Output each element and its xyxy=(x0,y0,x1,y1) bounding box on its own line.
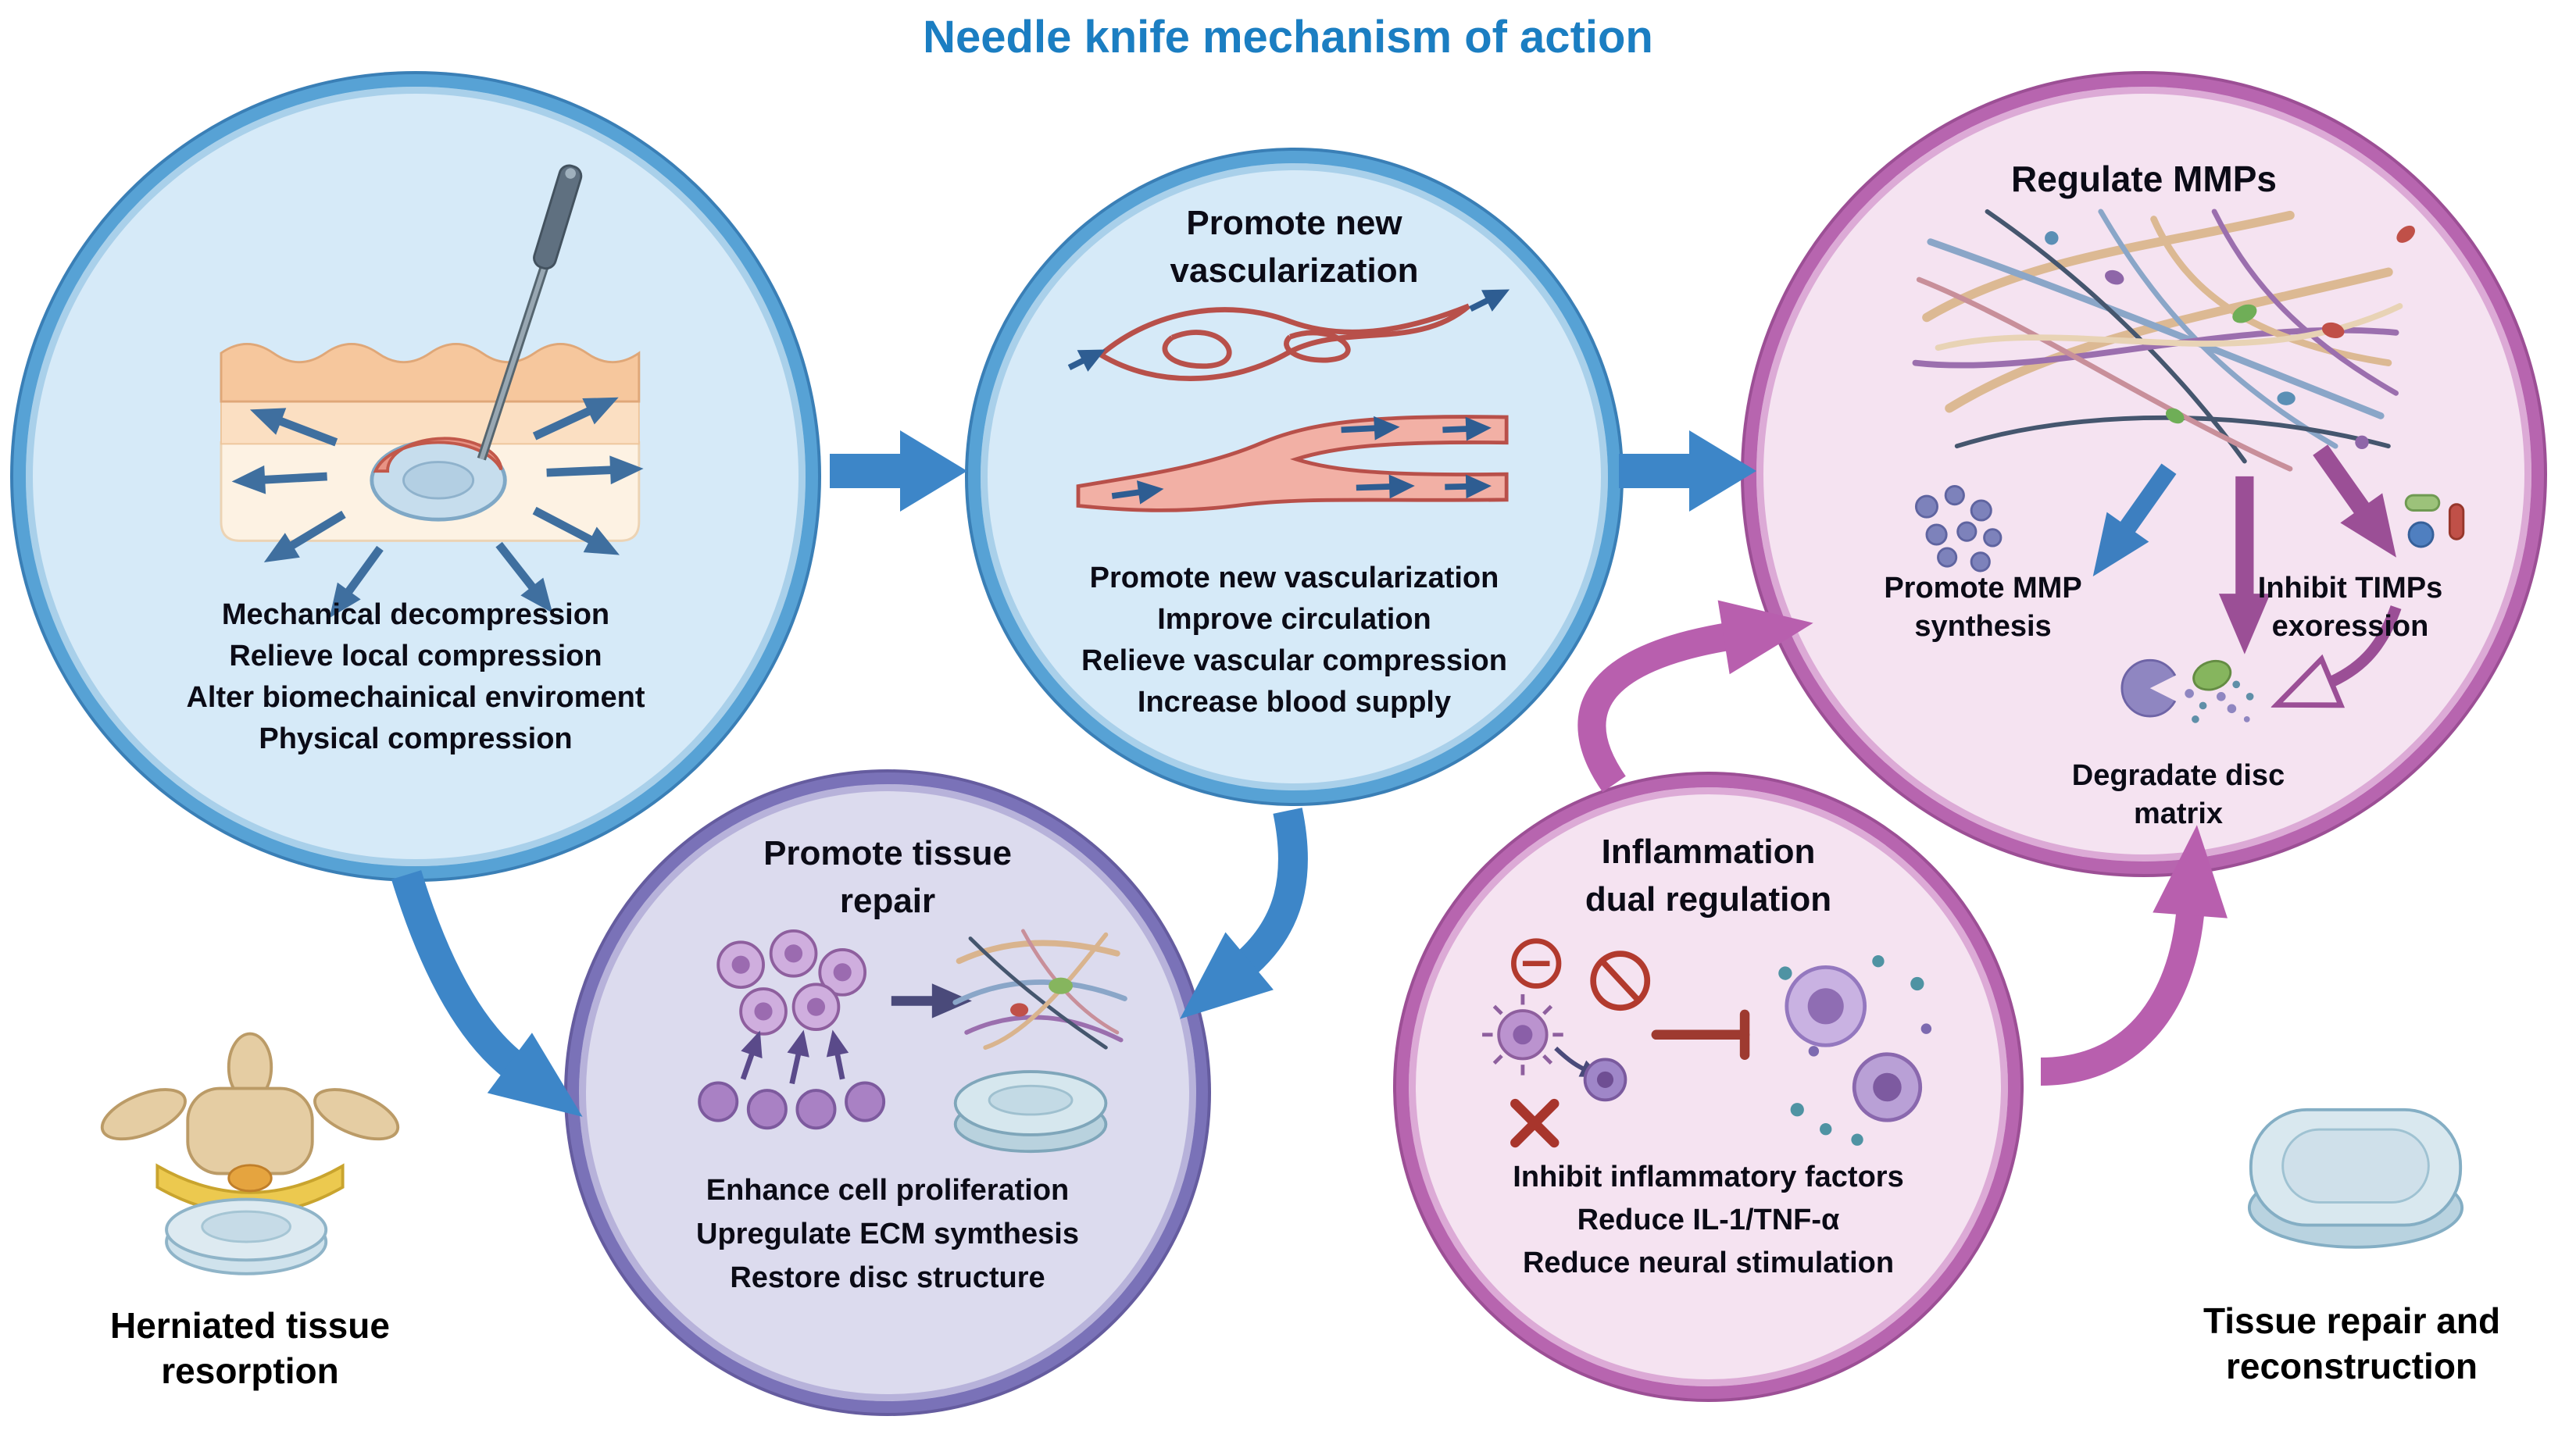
matrix-illustration xyxy=(1912,209,2465,723)
tissue-repair-circle: Promote tissue repair xyxy=(567,772,1208,1413)
tissue-repair-title: Promote tissue repair xyxy=(579,829,1196,925)
label-line: Degradate disc xyxy=(2071,759,2285,792)
mmp-inhibit-label: Inhibit TIMPs exoression xyxy=(2163,569,2538,646)
mmp-circle: Regulate MMPs xyxy=(1744,74,2544,874)
matrix-fragments xyxy=(2045,225,2415,450)
title-line: Promote tissue xyxy=(763,834,1012,872)
cell-repair-illustration xyxy=(698,929,1127,1154)
vessel-illustration xyxy=(1067,289,1510,512)
disc-below xyxy=(165,1197,328,1275)
vascularization-title: Promote new vascularization xyxy=(981,199,1608,294)
text-line: Reduce neural stimulation xyxy=(1522,1247,1895,1279)
text-line: Increase blood supply xyxy=(1137,686,1452,719)
inflammation-illustration xyxy=(1482,938,1932,1148)
mmp-molecule-cluster xyxy=(1914,485,2003,573)
needle-icon xyxy=(477,164,583,461)
text-line: Improve circulation xyxy=(1157,603,1431,636)
text-line: Enhance cell proliferation xyxy=(706,1174,1070,1207)
label-line: synthesis xyxy=(1914,610,2052,643)
herniation-bulge xyxy=(227,1164,273,1193)
regulated-cells xyxy=(1785,965,1923,1122)
branching-vessel xyxy=(1076,415,1509,512)
tissue-repair-text: Enhance cell proliferation Upregulate EC… xyxy=(579,1168,1196,1300)
ecm-mini-matrix xyxy=(952,929,1127,1051)
inflammation-title: Inflammation dual regulation xyxy=(1409,828,2008,923)
vascularization-text: Promote new vascularization Improve circ… xyxy=(981,558,1608,723)
mmp-title: Regulate MMPs xyxy=(2011,159,2277,199)
arrow-decompression-to-vascularization xyxy=(830,430,967,512)
decompression-circle: Mechanical decompression Relieve local c… xyxy=(13,74,818,879)
text-line: Restore disc structure xyxy=(730,1261,1045,1294)
decompression-text: Mechanical decompression Relieve local c… xyxy=(26,594,806,760)
arrow-vascularization-to-tissue-repair xyxy=(1180,808,1308,1019)
page-title: Needle knife mechanism of action xyxy=(923,12,1653,62)
text-line: Inhibit inflammatory factors xyxy=(1513,1161,1904,1193)
text-line: Physical compression xyxy=(259,722,573,755)
matrix-fragment xyxy=(1010,1003,1029,1017)
title-line: vascularization xyxy=(1170,251,1419,290)
text-line: Upregulate ECM symthesis xyxy=(696,1218,1079,1250)
vascularization-circle: Promote new vascularization xyxy=(968,151,1620,803)
mmp-degradate-label: Degradate disc matrix xyxy=(1983,757,2374,833)
arrow-decompression-to-herniated xyxy=(391,870,583,1117)
caption-line: Tissue repair and xyxy=(2203,1300,2501,1341)
inflammation-text: Inhibit inflammatory factors Reduce IL-1… xyxy=(1409,1156,2008,1285)
proliferating-cells xyxy=(698,929,886,1130)
herniated-caption: Herniated tissue resorption xyxy=(47,1303,453,1393)
label-line: Inhibit TIMPs xyxy=(2257,572,2443,605)
herniated-vertebra-illustration xyxy=(100,1032,400,1275)
text-line: Reduce IL-1/TNF-α xyxy=(1577,1204,1840,1236)
text-line: Promote new vascularization xyxy=(1089,562,1499,594)
repaired-disc-illustration xyxy=(2247,1108,2464,1249)
decompression-arrows xyxy=(231,397,644,619)
disc-with-herniation xyxy=(370,437,507,522)
minus-circle-icon xyxy=(1511,938,1562,989)
cell-transition-arrow xyxy=(1554,1046,1602,1078)
text-line: Relieve vascular compression xyxy=(1081,644,1507,677)
arrow-inflammation-to-mmp-left xyxy=(1577,600,1813,793)
title-line: Promote new xyxy=(1186,204,1402,242)
degradation-icons xyxy=(2120,658,2254,723)
label-line: exoression xyxy=(2271,610,2429,643)
caption-line: resorption xyxy=(161,1350,339,1391)
mesh-vessel xyxy=(1099,303,1471,381)
flow-arrows-top xyxy=(1067,289,1510,372)
needle-decompression-illustration xyxy=(220,164,644,619)
caption-line: Herniated tissue xyxy=(110,1305,390,1346)
fiber-matrix xyxy=(1912,209,2403,472)
vertebra-bone xyxy=(100,1032,400,1175)
title-line: repair xyxy=(839,882,936,920)
label-line: matrix xyxy=(2133,797,2224,830)
mmp-promote-label: Promote MMP synthesis xyxy=(1788,569,2178,646)
title-line: Inflammation xyxy=(1601,833,1816,871)
arrow-inflammation-to-mmp-right xyxy=(2040,825,2228,1086)
x-mark-icon xyxy=(1510,1098,1560,1148)
prohibition-icon xyxy=(1590,951,1651,1011)
label-line: Promote MMP xyxy=(1884,572,2082,605)
restored-disc-icon xyxy=(953,1070,1108,1154)
caption-line: reconstruction xyxy=(2225,1346,2478,1386)
repair-caption: Tissue repair and reconstruction xyxy=(2156,1298,2547,1389)
text-line: Alter biomechainical enviroment xyxy=(186,681,645,714)
title-line: dual regulation xyxy=(1585,880,1832,919)
inflammation-circle: Inflammation dual regulation xyxy=(1396,775,2020,1399)
text-line: Relieve local compression xyxy=(229,640,602,672)
cytokine-dots xyxy=(1778,955,1932,1146)
text-line: Mechanical decompression xyxy=(221,598,610,631)
mmp-process-arrows xyxy=(2092,444,2402,684)
immune-cell-spiky xyxy=(1482,993,1563,1076)
inhibition-bar-arrow xyxy=(1651,1009,1750,1060)
arrow-vascularization-to-mmp xyxy=(1619,430,1756,512)
matrix-fragment xyxy=(1049,977,1073,994)
timp-icons xyxy=(2404,494,2465,548)
immune-cell-round xyxy=(1583,1058,1627,1102)
